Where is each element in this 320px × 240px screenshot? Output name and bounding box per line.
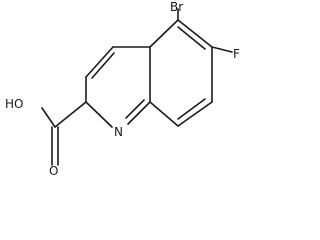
bond-carboxyl-oh bbox=[41, 107, 56, 128]
atom-carbonyl-oxygen-label: O bbox=[49, 164, 58, 177]
bond-c3-c4 bbox=[85, 46, 114, 78]
atom-hydroxyl-label: HO bbox=[5, 97, 23, 111]
bond-c7-c8 bbox=[177, 101, 213, 127]
chemical-structure: Br F N HO O bbox=[5, 0, 240, 177]
bond-c5-c6 bbox=[177, 19, 213, 48]
bond-c8a-n1 bbox=[127, 101, 151, 125]
atom-nitrogen-label: N bbox=[114, 125, 123, 139]
bond-c5-c6-inner bbox=[177, 26, 206, 50]
bond-c4a-c5 bbox=[149, 19, 179, 48]
bond-c7-c8-inner bbox=[177, 98, 206, 120]
bond-c6-f bbox=[211, 46, 233, 53]
bond-c3-c4-inner bbox=[91, 52, 115, 79]
bond-c2-carboxyl bbox=[54, 101, 87, 128]
bond-c8a-n1-inner bbox=[125, 99, 145, 119]
bond-n1-c2 bbox=[85, 101, 113, 128]
atom-fluorine-label: F bbox=[233, 47, 240, 61]
atom-bromine-label: Br bbox=[170, 0, 183, 14]
bond-c8-c8a bbox=[149, 101, 179, 127]
